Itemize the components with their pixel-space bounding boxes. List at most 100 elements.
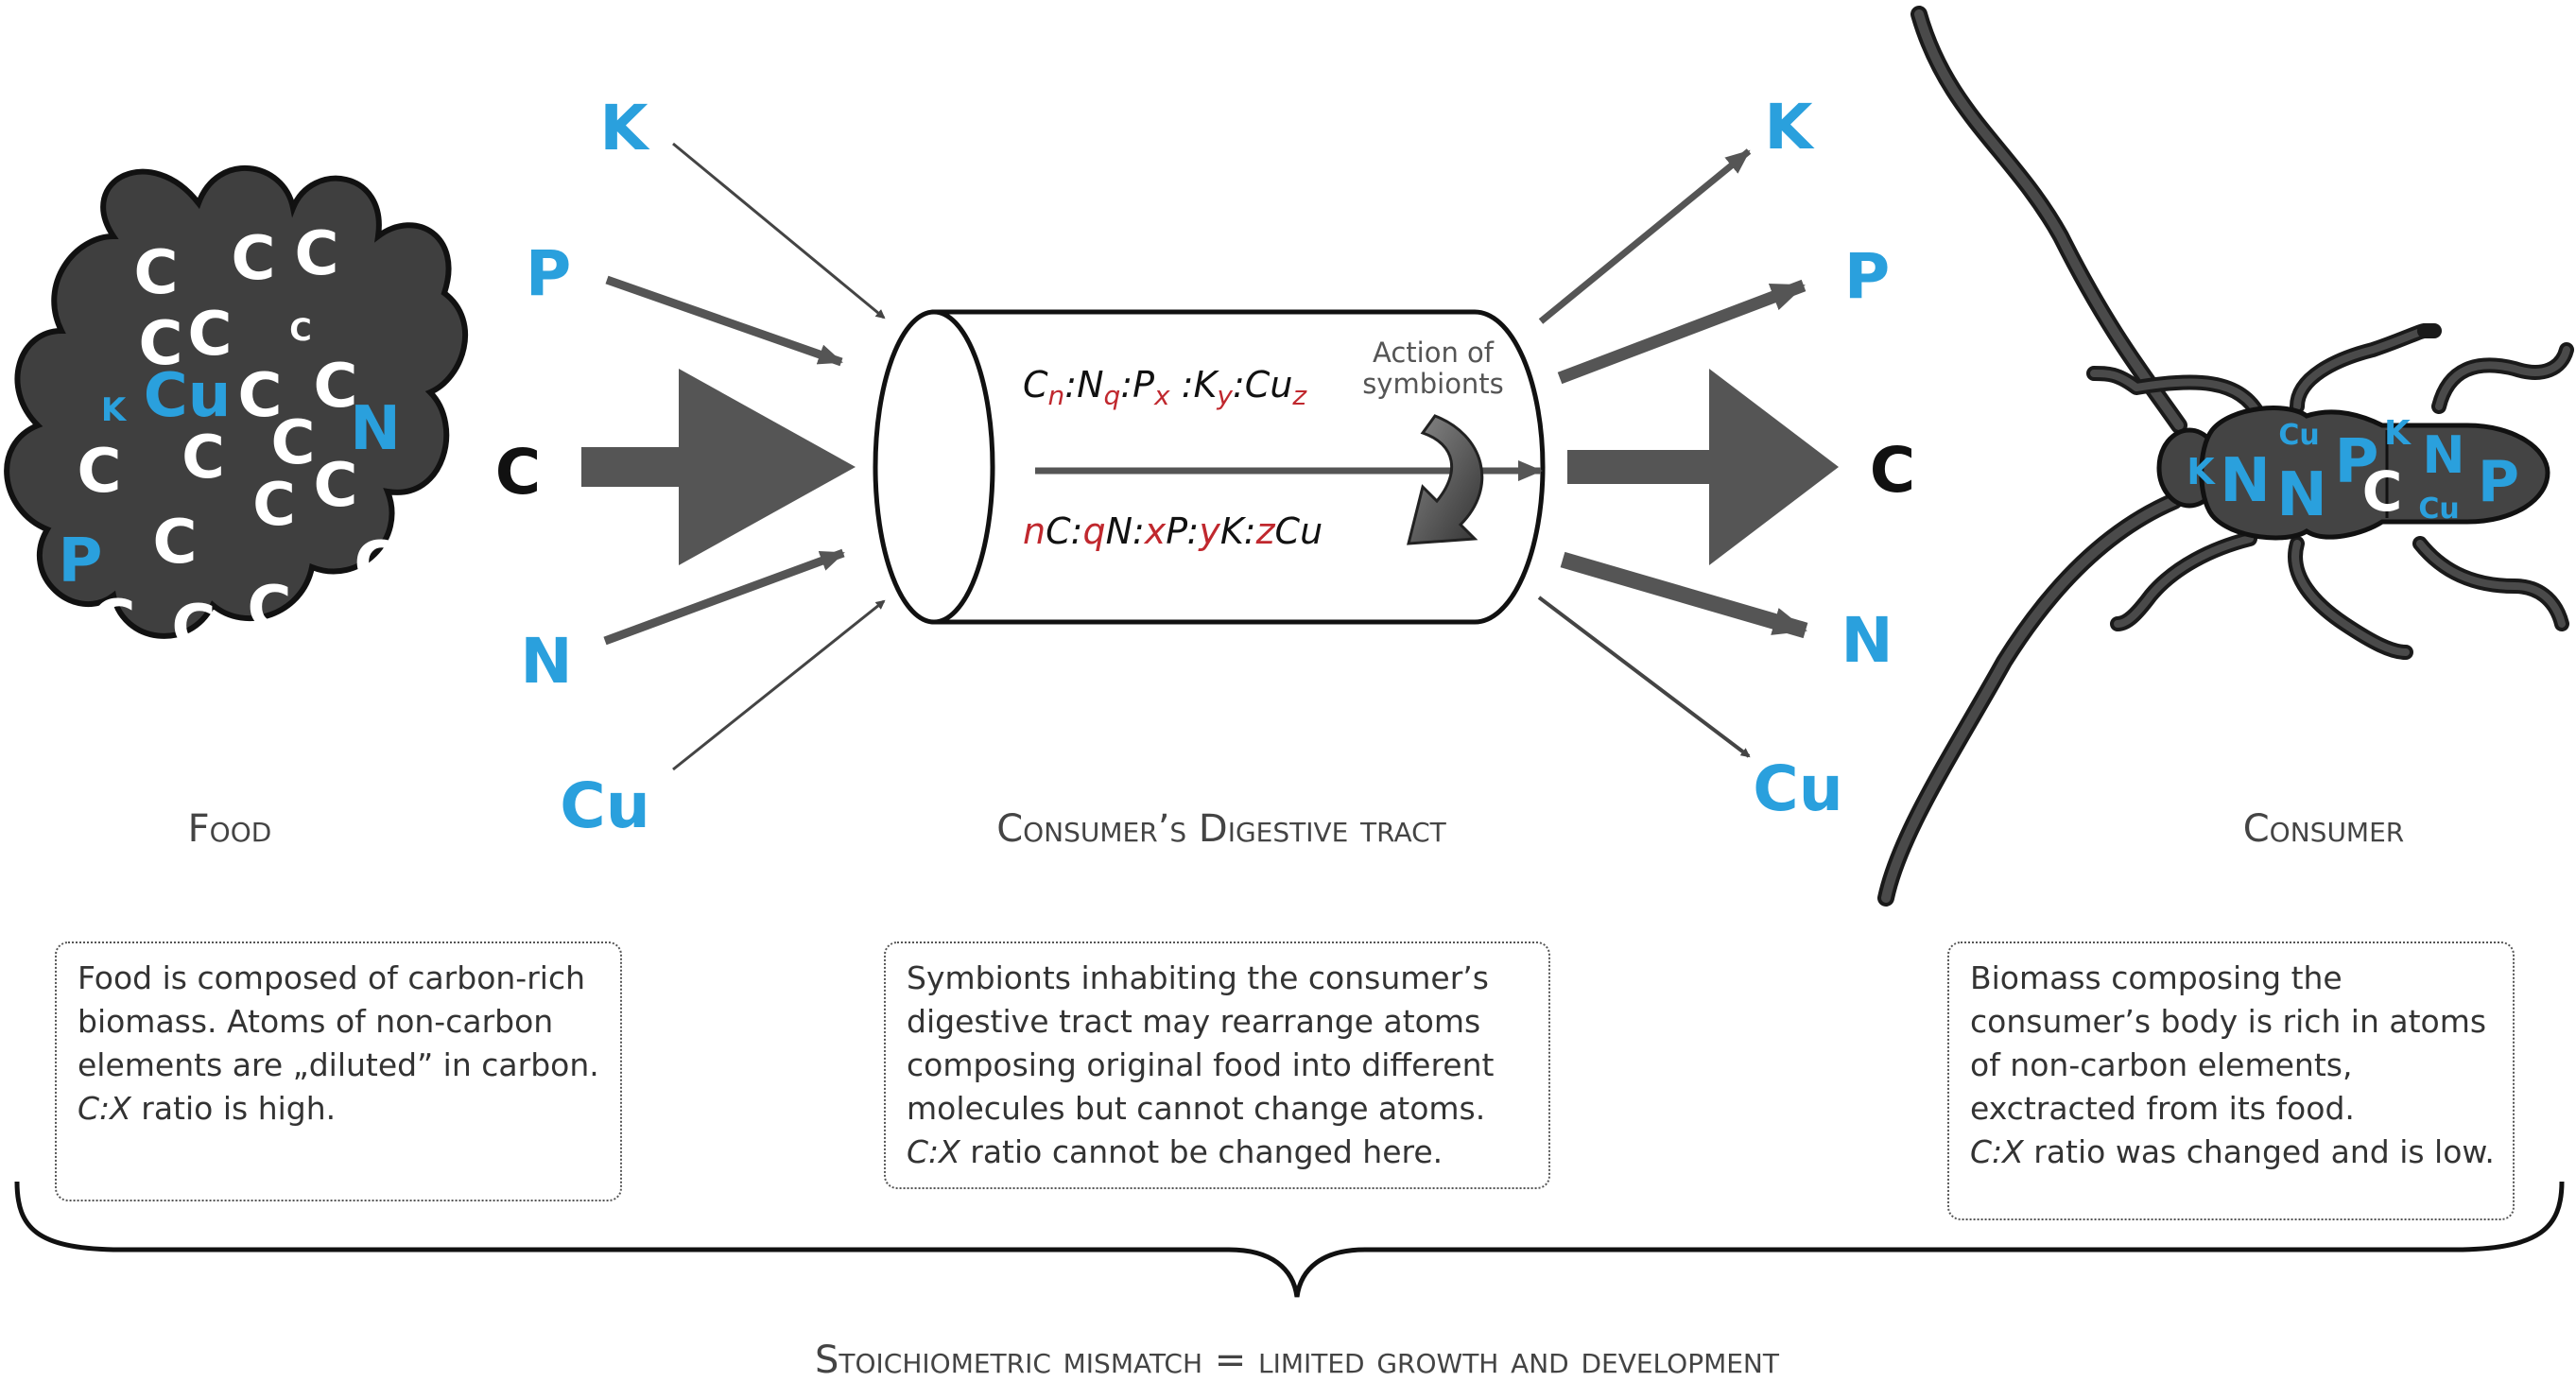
consumer-atom-5: K — [2384, 414, 2412, 453]
arrow-n-in — [603, 548, 845, 646]
symbionts-curl-arrow-icon — [1407, 414, 1484, 545]
box-food-line-0: Food is composed of carbon-rich — [78, 959, 586, 996]
food-atom-19: C — [92, 588, 136, 658]
box-tract-line-0: Symbionts inhabiting the consumer’s — [907, 959, 1489, 996]
symbionts-label-line1: Action of — [1373, 337, 1495, 369]
food-caption: Food — [188, 807, 272, 851]
box-tract-line-2: composing original food into different — [907, 1046, 1495, 1083]
arrow-k-out — [1538, 148, 1752, 324]
output-c-label: C — [1870, 434, 1915, 507]
formula-top-part-7: y — [1216, 380, 1233, 411]
food-atom-11: C — [271, 408, 316, 478]
food-atom-21: C — [248, 574, 292, 644]
output-k-label: K — [1764, 91, 1815, 164]
food-atom-15: C — [252, 470, 296, 539]
formula-bottom-part-3: N: — [1106, 510, 1145, 552]
formula-bottom-part-8: z — [1255, 510, 1276, 552]
food-atom-16: C — [153, 508, 198, 578]
bottom-caption: Stoichiometric mismatch = limited growth… — [815, 1339, 1780, 1382]
formula-top-part-1: n — [1048, 380, 1065, 411]
consumer-atom-9: P — [2478, 449, 2519, 515]
output-n-label: N — [1841, 604, 1893, 677]
consumer-atom-3: N — [2276, 460, 2327, 530]
arrow-k-in — [672, 142, 886, 320]
box-tract-line-3: molecules but cannot change atoms. — [907, 1090, 1486, 1127]
input-p-label: P — [526, 237, 571, 310]
formula-top-part-6: :K — [1170, 364, 1220, 406]
food-atom-5: C — [289, 312, 311, 348]
input-k-label: K — [599, 92, 650, 164]
formula-bottom-part-6: y — [1198, 510, 1220, 552]
food-atom-8: C — [238, 361, 283, 431]
box-food-line-2: elements are „diluted” in carbon. — [78, 1046, 599, 1083]
consumer-atom-4: P — [2335, 427, 2379, 497]
consumer-beetle-icon — [1877, 6, 2574, 907]
food-atom-0: C — [134, 238, 179, 308]
formula-top-part-5: x — [1153, 380, 1170, 411]
food-description-box: Food is composed of carbon-rich biomass. … — [55, 941, 622, 1201]
box-consumer-line-2: of non-carbon elements, — [1970, 1046, 2353, 1083]
food-blob — [4, 165, 469, 639]
arrow-n-out — [1560, 551, 1808, 639]
box-tract-line-4: C:X ratio cannot be changed here. — [907, 1133, 1444, 1170]
tract-description-box: Symbionts inhabiting the consumer’s diges… — [884, 941, 1550, 1189]
consumer-atom-8: Cu — [2418, 492, 2459, 526]
tract-caption: Consumer’s Digestive tract — [996, 807, 1446, 851]
food-atom-13: C — [78, 437, 122, 507]
food-atom-14: C — [314, 451, 358, 521]
formula-ratio-top: Cn:Nq:Px :Ky:Cuz — [1023, 364, 1307, 411]
box-tract-line-1: digestive tract may rearrange atoms — [907, 1003, 1481, 1040]
consumer-atom-6: C — [2362, 459, 2403, 524]
symbionts-label-line2: symbionts — [1362, 368, 1504, 400]
food-atom-3: C — [139, 309, 183, 379]
arrow-p-out — [1557, 279, 1807, 385]
consumer-atom-0: K — [2187, 451, 2216, 492]
formula-top-part-0: C — [1023, 364, 1048, 406]
food-atom-20: C — [172, 593, 216, 663]
food-atom-12: N — [350, 394, 401, 464]
box-consumer-line-1: consumer’s body is rich in atoms — [1970, 1003, 2487, 1040]
formula-bottom-part-5: P: — [1166, 510, 1199, 552]
input-cu-label: Cu — [560, 769, 649, 842]
formula-bottom-part-2: q — [1082, 510, 1105, 552]
food-atom-17: P — [59, 527, 103, 596]
food-atom-4: C — [188, 300, 233, 370]
input-n-label: N — [520, 625, 572, 698]
arrow-cu-in — [672, 599, 886, 771]
box-consumer-line-3: exctracted from its food. — [1970, 1090, 2355, 1127]
consumer-caption: Consumer — [2243, 807, 2405, 851]
consumer-beetle-body — [2156, 406, 2550, 541]
consumer-atom-7: N — [2422, 425, 2464, 485]
formula-top-part-2: :N — [1064, 364, 1103, 406]
arrow-c-in — [581, 369, 856, 565]
formula-top-part-3: q — [1104, 380, 1121, 411]
food-atom-6: K — [101, 391, 128, 429]
consumer-atom-2: Cu — [2278, 419, 2319, 452]
summary-brace — [14, 1181, 2565, 1298]
formula-top-part-4: :P — [1120, 364, 1154, 406]
food-atom-10: C — [182, 423, 225, 492]
formula-bottom-part-1: C: — [1046, 510, 1082, 552]
formula-ratio-bottom: nC:qN:xP:yK:zCu — [1023, 510, 1323, 552]
formula-top-part-8: :Cu — [1233, 364, 1292, 406]
food-atom-1: C — [232, 224, 276, 294]
formula-bottom-part-7: K: — [1220, 510, 1256, 552]
arrow-cu-out — [1537, 596, 1751, 758]
consumer-atom-1: N — [2220, 446, 2271, 516]
arrow-p-in — [605, 275, 843, 367]
formula-top-part-9: z — [1291, 380, 1307, 411]
output-p-label: P — [1844, 240, 1890, 313]
input-c-label: C — [495, 436, 541, 509]
output-cu-label: Cu — [1753, 752, 1842, 825]
food-atom-2: C — [295, 219, 339, 289]
box-consumer-line-0: Biomass composing the — [1970, 959, 2343, 996]
box-food-line-3: C:X ratio is high. — [78, 1090, 337, 1127]
consumer-description-box: Biomass composing the consumer’s body is … — [1947, 941, 2515, 1220]
food-atom-9: C — [314, 352, 358, 422]
formula-bottom-part-0: n — [1023, 510, 1046, 552]
box-food-line-1: biomass. Atoms of non-carbon — [78, 1003, 554, 1040]
food-atom-18: C — [354, 529, 399, 599]
